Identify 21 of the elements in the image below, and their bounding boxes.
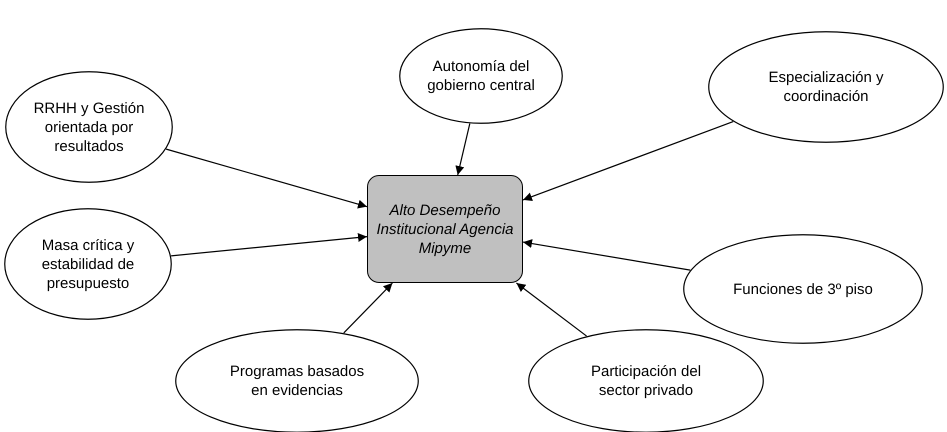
arrow <box>516 282 587 337</box>
node-label: Participación del sector privado <box>590 362 702 400</box>
arrow <box>343 282 393 334</box>
ellipse-node <box>708 31 944 143</box>
arrow <box>171 233 368 256</box>
node-label: Masa crítica y estabilidad de presupuesto <box>40 236 136 292</box>
ellipse-node <box>683 234 923 344</box>
node-label: Especialización y coordinación <box>767 68 885 106</box>
node-label: Autonomía del gobierno central <box>426 57 536 95</box>
ellipse-node <box>4 208 172 320</box>
ellipse-node <box>5 71 173 183</box>
arrow <box>455 123 470 176</box>
process-box <box>367 175 523 283</box>
ellipse-node <box>399 28 563 124</box>
node-label: Alto Desempeño Institucional Agencia Mipyme <box>375 200 515 258</box>
arrow <box>522 121 734 201</box>
node-label: Funciones de 3º piso <box>733 280 873 298</box>
node-label: RRHH y Gestión orientada por resultados <box>32 98 146 156</box>
node-label: Programas basados en evidencias <box>228 362 366 400</box>
arrow <box>166 148 368 208</box>
arrow <box>522 239 690 271</box>
